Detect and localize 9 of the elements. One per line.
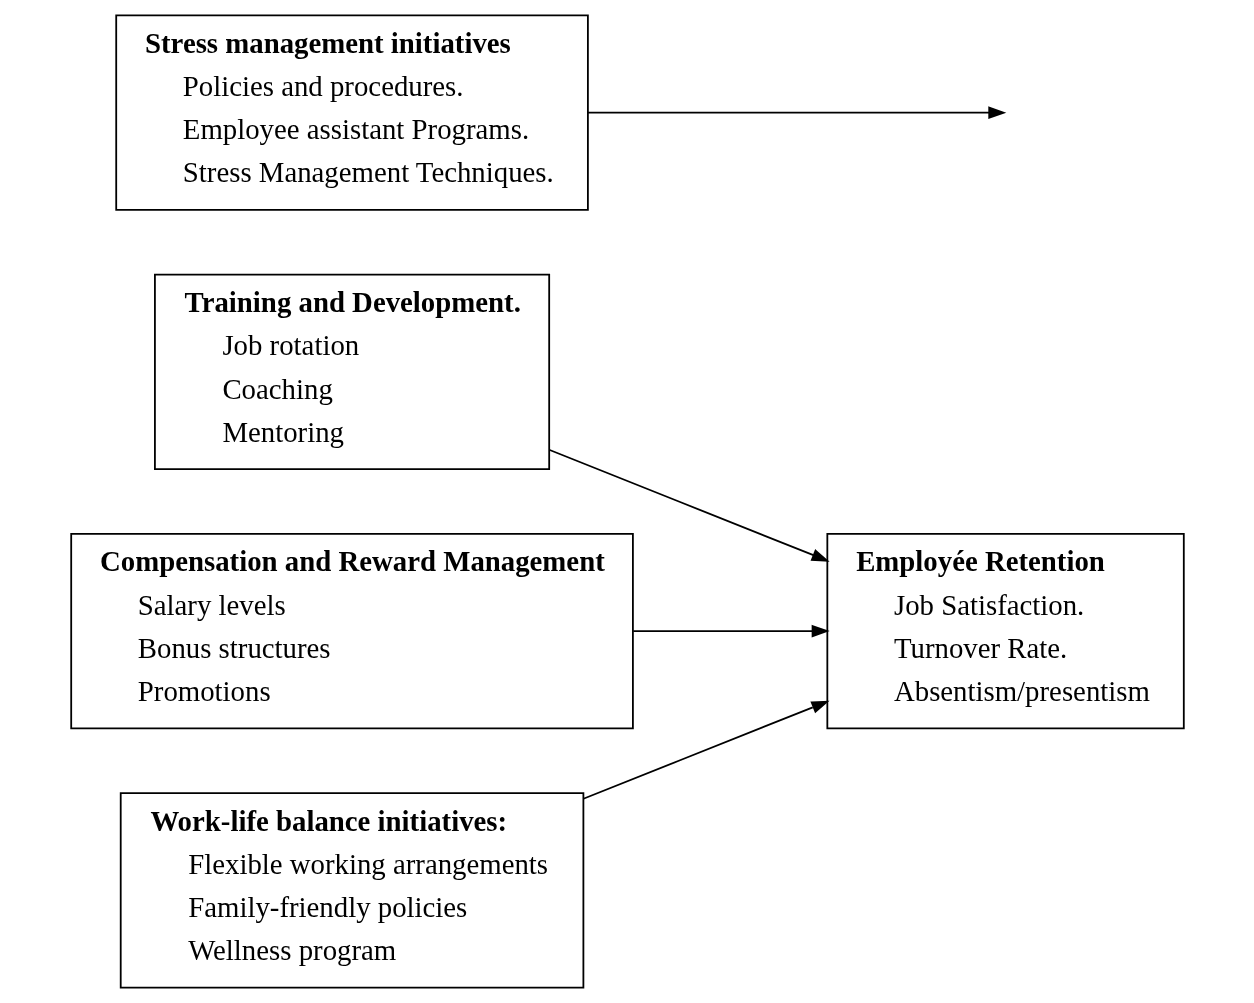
arrow [586,106,1006,119]
node-box: Employée Retention Job Satisfaction. Turnover Rate. Absentism/presentism [825,533,1185,730]
node-box: Stress management initiatives Policies and procedures. Employee assistant Programs. Stress Management Techniques. [114,14,589,211]
arrow [582,700,829,800]
node-box: Compensation and Reward Management Salary levels Bonus structures Promotions [69,533,634,730]
node-box: Training and Development. Job rotation Coaching Mentoring [153,273,550,470]
arrow [548,449,830,562]
node-box: Work-life balance initiatives: Flexible working arrangements Family-friendly policies Wellness program [119,792,584,989]
arrow [631,624,830,638]
